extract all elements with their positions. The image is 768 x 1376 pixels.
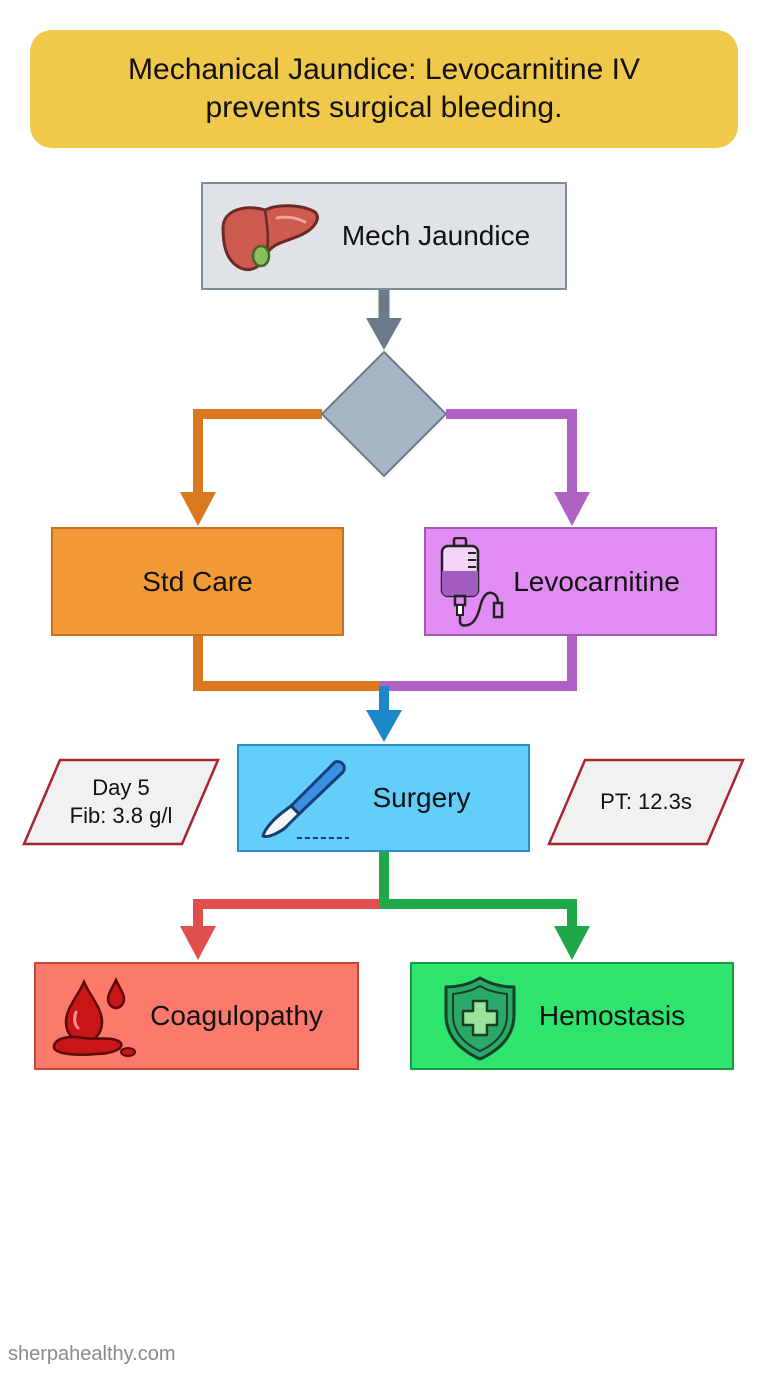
blood-drop-icon [52, 976, 136, 1057]
arrow-decision-to-levocarnitine [446, 409, 590, 526]
lab-box-left: Day 5 Fib: 3.8 g/l [22, 758, 220, 846]
node-surgery-label: Surgery [372, 782, 471, 813]
node-mech-jaundice-label: Mech Jaundice [341, 220, 531, 251]
node-mech-jaundice: Mech Jaundice [201, 182, 567, 290]
arrow-surgery-to-hemostasis [379, 852, 590, 960]
title-banner: Mechanical Jaundice: Levocarnitine IV pr… [30, 30, 738, 148]
node-surgery: Surgery [237, 744, 530, 852]
lab-box-right-shape [547, 758, 745, 846]
merge-std-care-line [193, 636, 384, 691]
watermark: sherpahealthy.com [8, 1343, 176, 1365]
arrow-merge-to-surgery [366, 686, 402, 742]
node-levocarnitine-label: Levocarnitine [513, 565, 680, 597]
arrow-decision-to-std-care [180, 409, 322, 526]
merge-levocarnitine-line [380, 636, 577, 691]
liver-icon [221, 204, 319, 271]
lab-left-line-2: Fib: 3.8 g/l [69, 803, 173, 828]
title-line-1: Mechanical Jaundice: Levocarnitine IV [128, 53, 640, 86]
lab-box-left-shape [22, 758, 220, 846]
lab-right-line-1: PT: 12.3s [600, 789, 692, 814]
node-levocarnitine: Levocarnitine [424, 527, 717, 636]
iv-bag-icon [440, 537, 504, 627]
node-std-care: Std Care [51, 527, 344, 636]
node-hemostasis: Hemostasis [410, 962, 734, 1070]
arrow-start-to-decision [366, 290, 402, 350]
lab-left-line-1: Day 5 [92, 775, 150, 800]
shield-cross-icon [444, 976, 516, 1061]
lab-box-right: PT: 12.3s [547, 758, 745, 846]
node-hemostasis-label: Hemostasis [538, 1000, 686, 1031]
node-std-care-label: Std Care [142, 565, 253, 597]
decision-diamond [320, 350, 448, 478]
node-coagulopathy-label: Coagulopathy [150, 1000, 323, 1031]
arrow-surgery-to-coagulopathy [180, 852, 389, 960]
title-line-2: prevents surgical bleeding. [205, 91, 563, 124]
node-coagulopathy: Coagulopathy [34, 962, 359, 1070]
scalpel-icon [261, 760, 349, 839]
